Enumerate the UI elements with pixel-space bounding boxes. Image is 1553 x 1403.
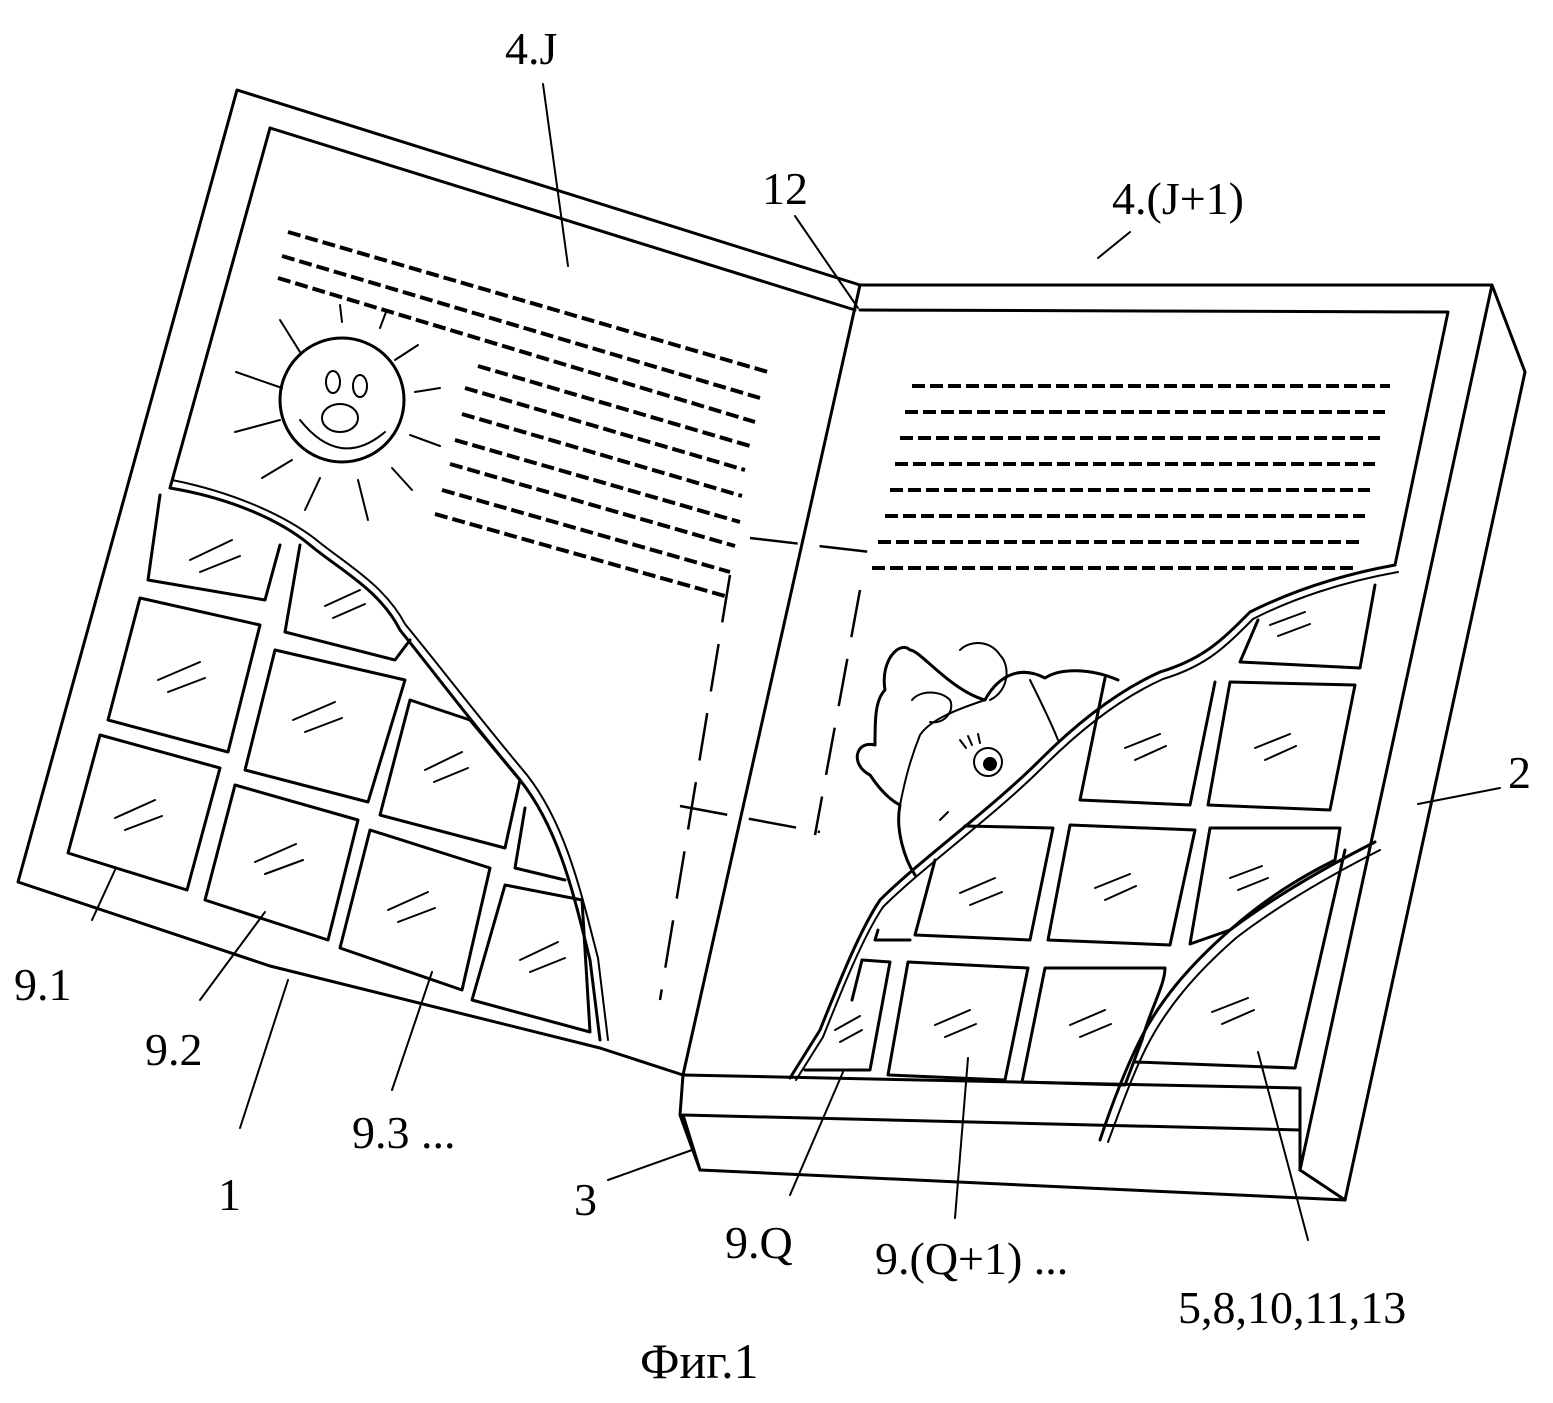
label-layers: 5,8,10,11,13 xyxy=(1178,1282,1406,1333)
label-spine-gap: 12 xyxy=(762,163,808,214)
label-cell-q: 9.Q xyxy=(725,1217,793,1268)
label-cell-2: 9.2 xyxy=(145,1024,203,1075)
left-cover xyxy=(18,90,860,1075)
label-cell-1: 9.1 xyxy=(14,959,72,1010)
sun-icon xyxy=(235,305,440,520)
left-cell-grid xyxy=(68,495,590,1032)
torn-edges xyxy=(170,480,1398,1142)
spine-gap-marker xyxy=(660,538,870,1000)
label-spine: 3 xyxy=(574,1174,597,1225)
label-cell-q1: 9.(Q+1) ... xyxy=(875,1233,1068,1284)
spine xyxy=(683,1115,1300,1170)
left-page-text-lines xyxy=(278,232,768,596)
label-cell-3: 9.3 ... xyxy=(352,1107,456,1158)
label-page-left: 4.J xyxy=(505,23,557,74)
figure-caption: Фиг.1 xyxy=(640,1333,759,1389)
label-page-right: 4.(J+1) xyxy=(1112,173,1244,224)
right-cell-grid xyxy=(805,585,1375,1085)
girl-icon xyxy=(857,643,1118,875)
right-page-text-lines xyxy=(872,386,1390,568)
label-cover-right: 2 xyxy=(1508,747,1531,798)
label-cover-left: 1 xyxy=(218,1169,241,1220)
